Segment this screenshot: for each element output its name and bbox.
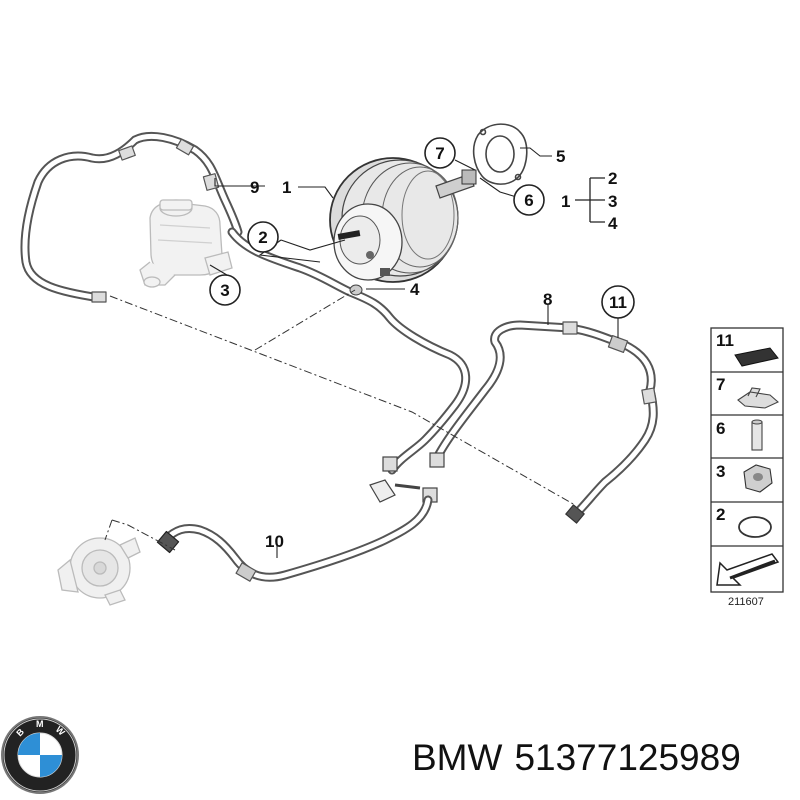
legend-row-11: 11 <box>716 331 779 367</box>
reference-number: 211607 <box>728 596 764 608</box>
svg-text:3: 3 <box>220 281 229 300</box>
svg-text:5: 5 <box>556 147 565 166</box>
svg-text:11: 11 <box>609 293 627 312</box>
callout-10: 10 <box>265 532 284 551</box>
brake-booster <box>329 157 477 283</box>
svg-text:6: 6 <box>524 191 533 210</box>
svg-text:6: 6 <box>716 419 725 438</box>
svg-text:1: 1 <box>282 178 291 197</box>
pad-icon <box>734 347 779 367</box>
assembly-bracket: 1 2 3 4 <box>561 169 618 233</box>
master-cylinder-reservoir <box>139 199 233 288</box>
svg-text:7: 7 <box>716 375 725 394</box>
svg-text:8: 8 <box>543 290 552 309</box>
vacuum-hose-10 <box>156 495 433 582</box>
callout-8: 8 <box>543 290 552 309</box>
vacuum-hose-main <box>227 227 471 475</box>
svg-text:1: 1 <box>561 192 570 211</box>
callout-3-circled: 3 <box>209 274 241 306</box>
vacuum-hose-8 <box>430 320 658 524</box>
clip-icon <box>737 387 780 409</box>
vacuum-hose-9 <box>20 131 243 303</box>
callout-4: 4 <box>410 280 420 299</box>
svg-text:2: 2 <box>258 228 267 247</box>
bmw-logo: B M W <box>1 716 79 794</box>
callout-7-circled: 7 <box>424 137 456 169</box>
svg-text:M: M <box>36 719 44 729</box>
svg-text:3: 3 <box>716 462 725 481</box>
brand-name: BMW <box>412 737 503 778</box>
svg-text:7: 7 <box>435 144 444 163</box>
o-ring-icon <box>738 516 772 538</box>
part-number: 51377125989 <box>514 737 741 778</box>
legend-row-2: 2 <box>716 505 772 538</box>
callout-6-circled: 6 <box>513 184 545 216</box>
svg-text:3: 3 <box>608 192 617 211</box>
brand-part-number-line: BMW 51377125989 <box>412 728 741 788</box>
booster-gasket <box>472 123 528 185</box>
pin-icon <box>751 419 763 451</box>
callout-2-circled: 2 <box>247 221 279 253</box>
svg-text:11: 11 <box>716 331 734 350</box>
reference-lines <box>104 289 576 551</box>
nut-icon <box>743 464 773 493</box>
svg-text:10: 10 <box>265 532 284 551</box>
callout-11-circled: 11 <box>601 285 635 319</box>
callout-1: 1 <box>282 178 291 197</box>
svg-text:9: 9 <box>250 178 259 197</box>
legend-row-3: 3 <box>716 462 773 493</box>
legend-row-6: 6 <box>716 419 763 451</box>
svg-text:4: 4 <box>608 214 618 233</box>
leader-lines <box>209 147 619 558</box>
callout-5: 5 <box>556 147 565 166</box>
vacuum-pump <box>57 537 141 606</box>
parts-legend: 11 7 6 3 2 <box>710 327 784 593</box>
svg-text:2: 2 <box>608 169 617 188</box>
legend-row-7: 7 <box>716 375 780 409</box>
svg-text:2: 2 <box>716 505 725 524</box>
svg-text:4: 4 <box>410 280 420 299</box>
callout-9: 9 <box>250 178 259 197</box>
legend-row-arrow <box>716 553 780 586</box>
